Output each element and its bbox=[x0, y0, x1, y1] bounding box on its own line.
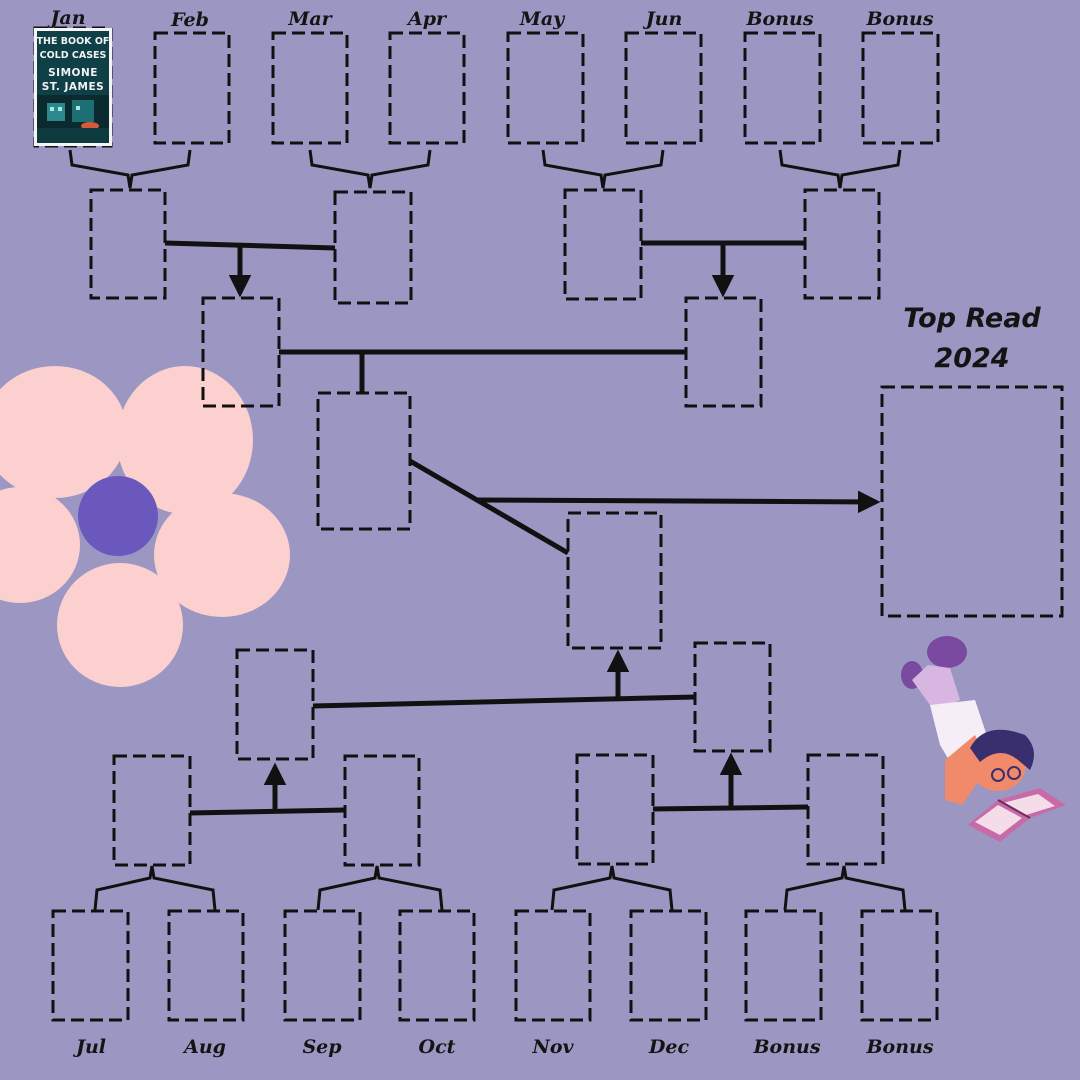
book-slot-apr[interactable] bbox=[388, 31, 466, 145]
book-slot-bonus-bottom-2[interactable] bbox=[860, 909, 939, 1022]
month-label-top: Bonus bbox=[745, 8, 813, 30]
month-label-top: Apr bbox=[406, 8, 448, 30]
finalist-bottom-slot[interactable] bbox=[566, 511, 663, 650]
book-slot-r2-bottom-4[interactable] bbox=[806, 753, 885, 866]
flower-icon bbox=[0, 366, 290, 687]
round3-top-slots bbox=[201, 296, 763, 408]
month-label-bottom: Bonus bbox=[865, 1036, 933, 1058]
month-label-bottom: Nov bbox=[531, 1036, 574, 1058]
month-label-bottom: Dec bbox=[648, 1036, 690, 1058]
book-slot-r2-top-1[interactable] bbox=[89, 188, 167, 300]
book-slot-dec[interactable] bbox=[629, 909, 708, 1022]
month-label-top: Feb bbox=[170, 9, 209, 31]
month-label-bottom: Aug bbox=[182, 1036, 226, 1058]
book-slot-bonus-top-2[interactable] bbox=[861, 31, 940, 145]
reading-child-icon bbox=[901, 636, 1066, 842]
round3-bottom-slots bbox=[235, 641, 772, 761]
book-cover-author-line2: ST. JAMES bbox=[42, 81, 105, 93]
book-slot-may[interactable] bbox=[506, 31, 585, 145]
book-cover-thumbnail: THE BOOK OF COLD CASES SIMONE ST. JAMES bbox=[34, 28, 112, 146]
book-cover-title-line1: THE BOOK OF bbox=[37, 36, 110, 47]
top-month-labels: Jan Feb Mar Apr May Jun Bonus Bonus bbox=[47, 7, 933, 31]
month-label-bottom: Bonus bbox=[752, 1036, 820, 1058]
book-slot-r2-top-2[interactable] bbox=[333, 190, 413, 305]
month-label-bottom: Sep bbox=[302, 1036, 342, 1058]
month-label-bottom: Oct bbox=[419, 1036, 456, 1058]
winner-title-line1: Top Read bbox=[903, 303, 1041, 334]
bottom-month-labels: Jul Aug Sep Oct Nov Dec Bonus Bonus bbox=[73, 1036, 934, 1058]
round1-top-slots: THE BOOK OF COLD CASES SIMONE ST. JAMES bbox=[33, 26, 940, 148]
winner-title-line2: 2024 bbox=[934, 343, 1009, 374]
round1-bottom-slots bbox=[51, 909, 939, 1022]
bracket-braces bbox=[68, 149, 907, 911]
book-slot-r2-bottom-2[interactable] bbox=[343, 754, 421, 867]
month-label-bottom: Jul bbox=[73, 1036, 106, 1058]
book-slot-bonus-bottom-1[interactable] bbox=[744, 909, 823, 1022]
month-label-top: Jun bbox=[643, 8, 683, 30]
month-label-top: Bonus bbox=[865, 8, 933, 30]
book-slot-r3-bottom-2[interactable] bbox=[693, 641, 772, 753]
book-slot-oct[interactable] bbox=[398, 909, 476, 1022]
book-cover-title-line2: COLD CASES bbox=[40, 50, 107, 61]
round2-top-slots bbox=[89, 188, 881, 305]
month-label-top: Jan bbox=[47, 7, 85, 29]
month-label-top: Mar bbox=[287, 8, 333, 30]
book-slot-sep[interactable] bbox=[283, 909, 362, 1022]
book-slot-jan[interactable]: THE BOOK OF COLD CASES SIMONE ST. JAMES bbox=[33, 26, 113, 148]
book-slot-r2-top-3[interactable] bbox=[563, 188, 643, 301]
book-slot-mar[interactable] bbox=[271, 31, 349, 145]
book-slot-jul[interactable] bbox=[51, 909, 130, 1022]
book-slot-r3-top-1[interactable] bbox=[201, 296, 281, 408]
book-slot-r3-bottom-1[interactable] bbox=[235, 648, 315, 761]
book-slot-feb[interactable] bbox=[153, 31, 231, 145]
finalist-top-slot[interactable] bbox=[316, 391, 412, 531]
bracket-lines bbox=[164, 240, 881, 816]
round2-bottom-slots bbox=[112, 753, 885, 867]
month-label-top: May bbox=[519, 8, 566, 30]
book-slot-jun[interactable] bbox=[624, 31, 703, 145]
top-read-slot[interactable] bbox=[880, 385, 1064, 618]
book-slot-r2-top-4[interactable] bbox=[803, 188, 881, 300]
book-slot-r3-top-2[interactable] bbox=[684, 296, 763, 408]
book-slot-aug[interactable] bbox=[167, 909, 245, 1022]
book-slot-r2-bottom-1[interactable] bbox=[112, 754, 192, 867]
book-slot-nov[interactable] bbox=[514, 909, 592, 1022]
book-slot-bonus-top-1[interactable] bbox=[743, 31, 822, 145]
book-cover-author-line1: SIMONE bbox=[48, 67, 98, 79]
book-slot-r2-bottom-3[interactable] bbox=[575, 753, 655, 866]
